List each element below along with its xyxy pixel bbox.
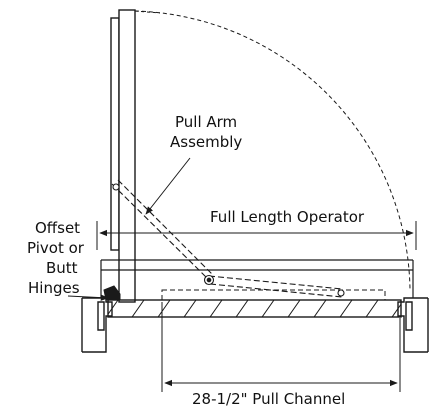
hinge-leader — [67, 294, 109, 301]
hinge-label-line3: Butt — [46, 259, 78, 277]
operator-label: Full Length Operator — [210, 208, 365, 226]
operator-dimension — [96, 221, 417, 250]
pull-arm-assembly — [111, 179, 343, 298]
hinge-label-line4: Hinges — [28, 279, 80, 297]
door-leaf-inner — [118, 9, 136, 303]
closed-door-hatched — [107, 299, 402, 318]
pull-arm-label-line1: Pull Arm — [175, 113, 237, 131]
pull-arm-label-line2: Assembly — [170, 133, 242, 151]
right-jamb — [397, 297, 429, 353]
arm-pivot-top — [112, 183, 120, 191]
arm-pivot-elbow-inner — [206, 277, 212, 283]
hinge-label-line2: Pivot or — [27, 239, 85, 257]
open-door-leaf — [110, 9, 136, 303]
pull-arm-leader — [145, 157, 191, 215]
channel-dimension — [161, 302, 401, 392]
pull-arm-pivots — [112, 183, 345, 297]
pull-channel — [161, 289, 386, 301]
operator-header — [100, 259, 414, 298]
hinge-label-line1: Offset — [35, 219, 80, 237]
door-swing-top-tick — [134, 10, 161, 14]
channel-label: 28-1/2" Pull Channel — [192, 390, 345, 408]
door-leaf-outer — [110, 17, 120, 251]
arm-pivot-end — [337, 289, 345, 297]
